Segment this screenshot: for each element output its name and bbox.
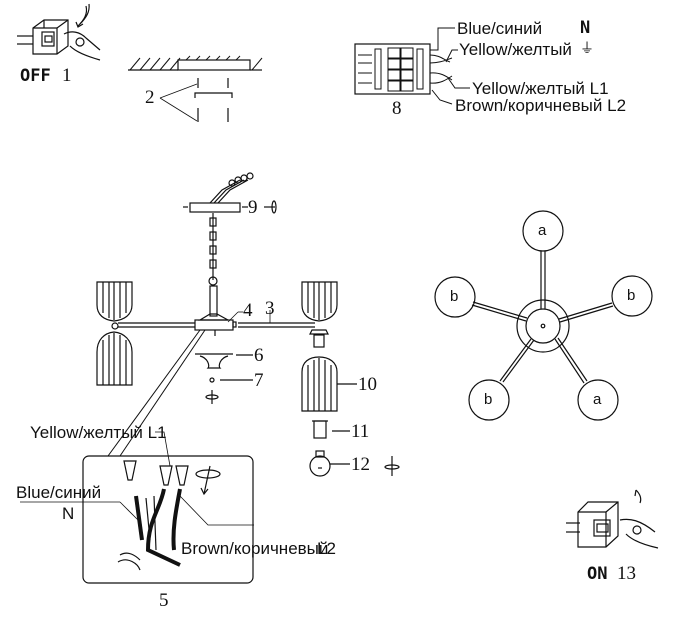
step-9-number: 9 <box>248 197 258 218</box>
terminal-label-brown-l2: Brown/коричневый L2 <box>455 96 627 115</box>
layout-node <box>468 379 510 421</box>
chain-icon <box>208 213 218 286</box>
layout-node-label: a <box>593 391 602 408</box>
ground-symbol-icon: ⏚ <box>580 40 594 56</box>
terminal-label-yellow-l1: Yellow/желтый L1 <box>472 79 609 98</box>
step-13-number: 13 <box>617 563 636 584</box>
step-on-label: ON <box>587 564 608 584</box>
layout-node <box>522 210 564 252</box>
step-11-number: 11 <box>351 421 370 442</box>
sleeve-icon <box>312 420 350 439</box>
lamp-shade-left-icon <box>96 281 133 386</box>
terminal-label-blue: Blue/синий <box>457 19 543 38</box>
wiring-box-icon <box>20 431 254 584</box>
wiring-label-blue: Blue/синий <box>16 483 102 502</box>
wiring-label-brown-code: L2 <box>317 539 336 558</box>
step-1-number: 1 <box>62 65 72 86</box>
bulb-icon <box>309 450 350 477</box>
step-10-number: 10 <box>358 374 377 395</box>
layout-node <box>434 276 476 318</box>
ceiling-mount-icon <box>128 55 263 122</box>
nut-icon <box>205 377 253 404</box>
terminal-label-blue-code: N <box>580 18 591 38</box>
step-off-label: OFF <box>20 66 51 86</box>
cup-icon <box>195 353 253 369</box>
switch-on-icon <box>566 489 659 549</box>
chandelier-body-icon <box>118 285 315 336</box>
step-3-number: 3 <box>265 298 275 319</box>
rotate-arrow-icon <box>384 456 400 476</box>
layout-diagram <box>434 210 653 421</box>
wiring-label-yellow-l1: Yellow/желтый L1 <box>30 423 167 442</box>
layout-node <box>611 275 653 317</box>
canopy-icon <box>183 172 254 213</box>
step-2-number: 2 <box>145 87 155 108</box>
step-6-number: 6 <box>254 345 264 366</box>
layout-node-label: b <box>450 288 459 305</box>
layout-node-label: b <box>484 391 493 408</box>
rotate-arrow-icon <box>264 200 277 214</box>
lamp-shade-right-icon <box>301 281 338 348</box>
layout-node-label: b <box>627 287 636 304</box>
step-7-number: 7 <box>254 370 264 391</box>
layout-node-label: a <box>538 222 547 239</box>
wiring-label-brown: Brown/коричневый <box>181 539 329 558</box>
step-8-number: 8 <box>392 98 402 119</box>
step-12-number: 12 <box>351 454 370 475</box>
step-5-number: 5 <box>159 590 169 611</box>
wiring-label-blue-code: N <box>62 504 75 523</box>
terminal-block-icon <box>354 27 470 105</box>
step-4-number: 4 <box>243 300 253 321</box>
switch-off-icon <box>17 3 101 61</box>
layout-node <box>577 379 619 421</box>
shade-part-icon <box>301 356 357 412</box>
terminal-label-yellow-ground: Yellow/желтый <box>459 40 572 59</box>
